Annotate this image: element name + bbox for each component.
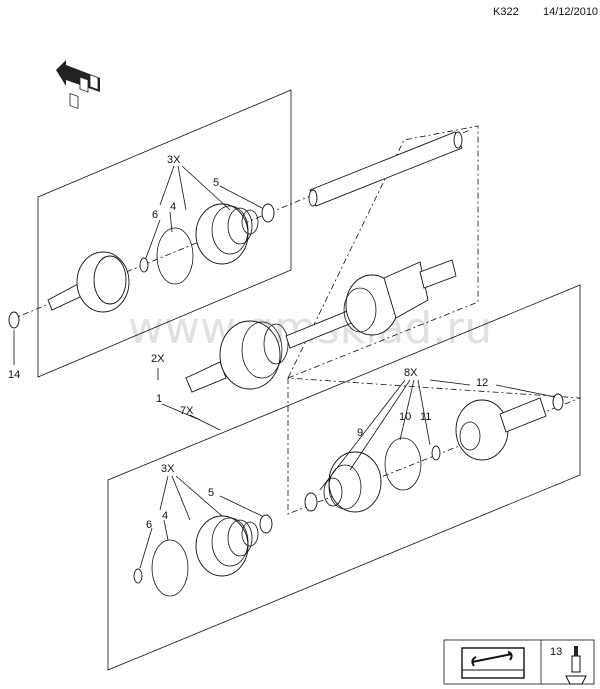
clamp-5-top [261,203,275,223]
outer-boot-top [195,203,259,265]
callout-2x: 2X [151,353,165,365]
callout-10: 10 [399,411,411,423]
callout-13: 13 [550,646,562,658]
callout-7x: 7X [180,405,194,417]
legend-box: 13 [443,639,595,685]
repair-manual-icon [461,647,525,679]
callout-1: 1 [156,393,162,405]
front-direction-icon [56,60,100,109]
driveshaft-assembly [185,259,457,393]
callout-6-top: 6 [152,209,158,221]
callout-6-bottom: 6 [146,519,152,531]
callout-9: 9 [357,427,363,439]
small-clamp-bottom [133,568,143,584]
callout-3x-bottom: 3X [161,463,175,475]
drawing-code: K322 [493,6,519,18]
intermediate-shaft [308,131,463,207]
callout-4-top: 4 [170,201,176,213]
grease-tube-icon [565,646,587,685]
clamp-11 [431,445,441,461]
callout-3x-top: 3X [167,154,181,166]
leader-lines [13,165,556,569]
drawing-date: 14/12/2010 [543,6,599,18]
clamp-5-bottom [259,514,273,534]
outer-boot-kit-frame-lower [107,284,581,671]
inner-cv-joint [455,393,564,461]
callout-5-bottom: 5 [208,487,214,499]
callout-4-bottom: 4 [162,510,168,522]
small-clamp-top [139,257,149,273]
inner-boot [323,451,382,513]
ring-10 [384,437,422,491]
large-clamp-bottom [151,539,189,597]
outer-boot-bottom [195,515,259,577]
callout-5-top: 5 [213,177,219,189]
callout-11: 11 [420,411,431,423]
snap-ring-14 [8,311,20,329]
inner-kit-dashed-frame [287,125,479,379]
outer-cv-joint-top [47,251,130,313]
large-clamp-top [156,227,194,285]
callout-12: 12 [476,377,488,389]
outer-boot-kit-frame [37,89,292,378]
clamp-inner-small [304,492,318,512]
callout-8x: 8X [404,367,418,379]
callout-14: 14 [8,369,20,381]
